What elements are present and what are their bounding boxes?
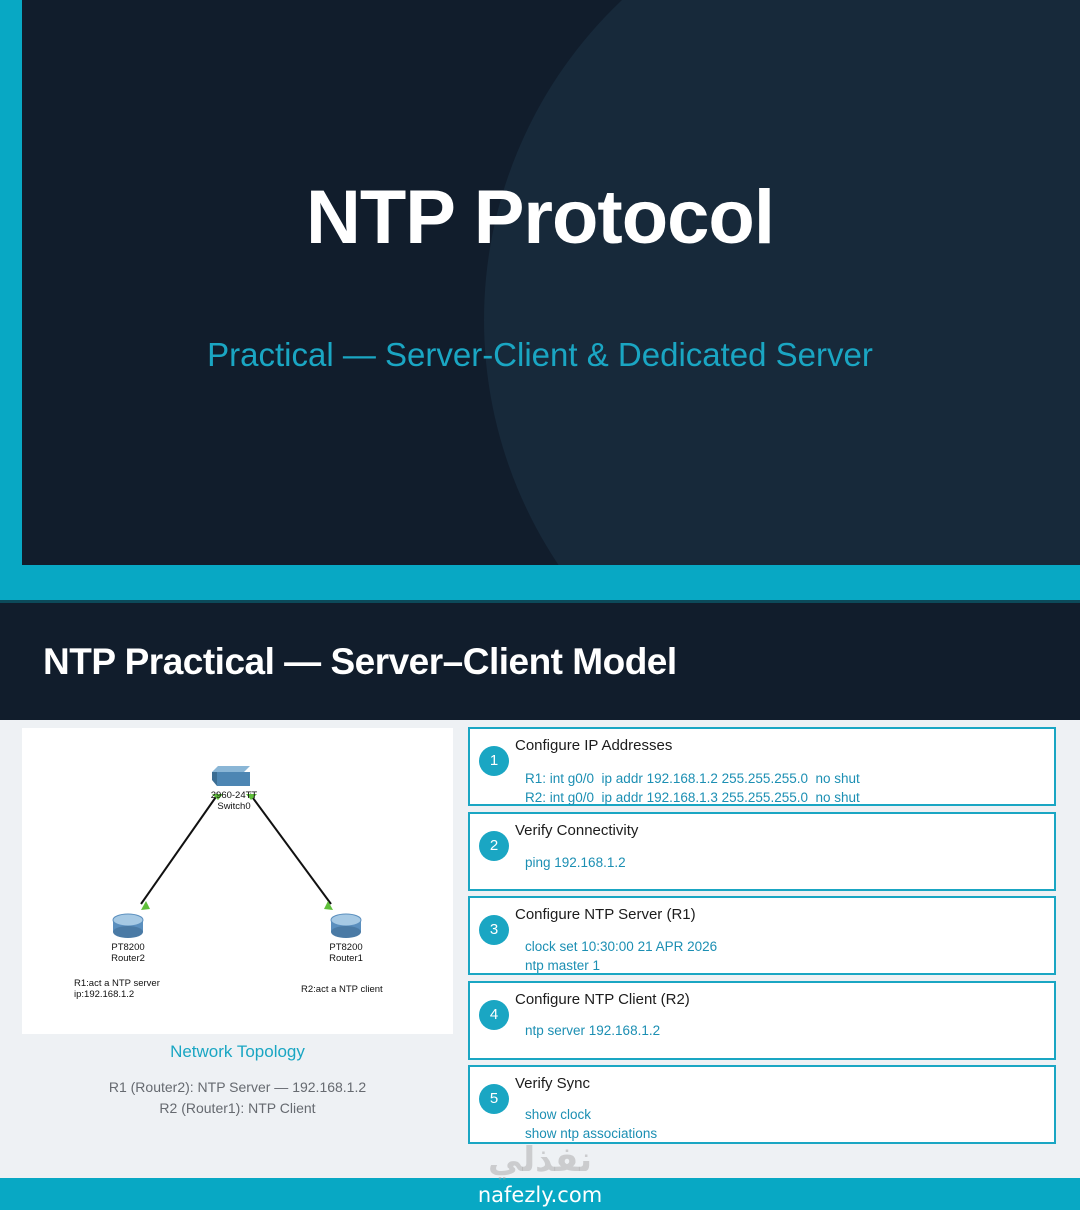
slide-title: NTP Protocol: [306, 175, 775, 260]
step-command: ping 192.168.1.2: [525, 855, 626, 870]
network-topology-diagram: 2960-24TT Switch0 PT8200 Router2 R1:act …: [22, 728, 453, 1034]
step-title: Verify Connectivity: [515, 822, 639, 839]
step-number-badge: 2: [479, 831, 509, 861]
step-title: Configure NTP Server (R1): [515, 906, 696, 923]
step-command: show clock: [525, 1107, 592, 1122]
content-slide: NTP Practical — Server–Client Model 2960…: [0, 600, 1080, 1210]
link-up-indicator: [141, 901, 150, 910]
step-number-badge: 1: [479, 746, 509, 776]
router2-ip-note: ip:192.168.1.2: [74, 989, 134, 1000]
watermark-logo-url: nafezly.com: [477, 1183, 603, 1207]
step-card-configure-ip: 1 Configure IP Addresses R1: int g0/0 ip…: [468, 727, 1056, 806]
router1-note: R2:act a NTP client: [301, 984, 383, 995]
link-up-indicator: [324, 901, 333, 910]
topology-svg: 2960-24TT Switch0 PT8200 Router2 R1:act …: [74, 766, 383, 1000]
link-up-indicator: [246, 794, 257, 800]
router2-model-label: PT8200: [111, 942, 144, 953]
step-number-badge: 5: [479, 1084, 509, 1114]
topology-caption: Network Topology: [170, 1042, 305, 1061]
slide-subtitle: Practical — Server-Client & Dedicated Se…: [207, 336, 873, 373]
router1-name-label: Router1: [329, 953, 363, 964]
slide-heading: NTP Practical — Server–Client Model: [43, 641, 677, 682]
step-card-ntp-server: 3 Configure NTP Server (R1) clock set 10…: [468, 896, 1056, 975]
link-switch-router2: [140, 793, 219, 905]
router2-note: R1:act a NTP server: [74, 978, 160, 989]
switch-icon: [212, 766, 250, 786]
step-title: Configure NTP Client (R2): [515, 991, 690, 1008]
step-card-verify-sync: 5 Verify Sync show clock show ntp associ…: [468, 1065, 1056, 1144]
switch-model-label: 2960-24TT: [211, 790, 258, 801]
step-command: show ntp associations: [525, 1126, 658, 1141]
router-icon: [112, 913, 144, 938]
step-command: R2: int g0/0 ip addr 192.168.1.3 255.255…: [525, 790, 860, 805]
slide-header: NTP Practical — Server–Client Model: [0, 600, 1080, 720]
step-title: Configure IP Addresses: [515, 737, 673, 754]
link-up-indicator: [212, 794, 223, 800]
step-command: R1: int g0/0 ip addr 192.168.1.2 255.255…: [525, 771, 860, 786]
router1-model-label: PT8200: [329, 942, 362, 953]
step-command: clock set 10:30:00 21 APR 2026: [525, 939, 718, 954]
step-command: ntp server 192.168.1.2: [525, 1023, 661, 1038]
step-number-badge: 4: [479, 1000, 509, 1030]
step-card-ntp-client: 4 Configure NTP Client (R2) ntp server 1…: [468, 981, 1056, 1060]
step-title: Verify Sync: [515, 1075, 591, 1092]
topology-note-server: R1 (Router2): NTP Server — 192.168.1.2: [108, 1079, 367, 1095]
switch-name-label: Switch0: [217, 801, 250, 812]
title-slide-panel: [22, 0, 1080, 565]
link-switch-router1: [249, 793, 332, 905]
step-number-badge: 3: [479, 915, 509, 945]
watermark-logo-arabic: نفذلي: [487, 1140, 593, 1180]
title-slide: NTP Protocol Practical — Server-Client &…: [0, 0, 1080, 600]
footer-bar: [0, 1178, 1080, 1210]
slide-body: 2960-24TT Switch0 PT8200 Router2 R1:act …: [0, 720, 1080, 1178]
step-command: ntp master 1: [525, 958, 601, 973]
router-icon: [330, 913, 362, 938]
router2-name-label: Router2: [111, 953, 145, 964]
step-card-verify-connectivity: 2 Verify Connectivity ping 192.168.1.2: [468, 812, 1056, 891]
decorative-circle: [484, 0, 1080, 565]
topology-note-client: R2 (Router1): NTP Client: [159, 1100, 316, 1116]
